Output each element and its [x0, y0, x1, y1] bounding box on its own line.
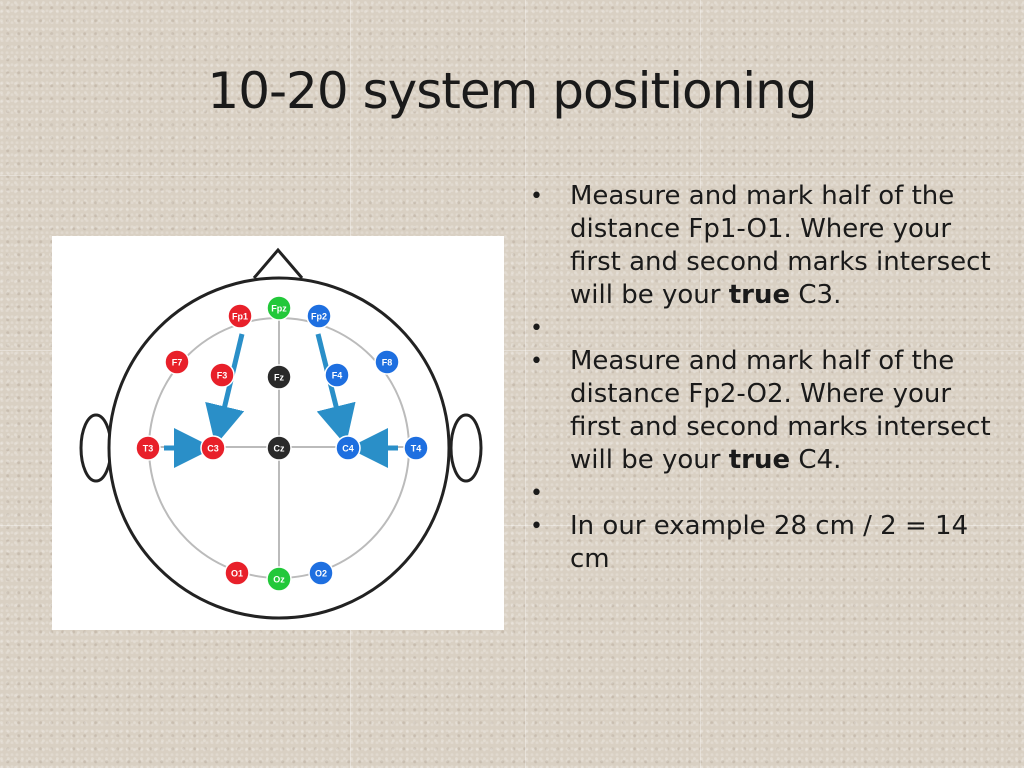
electrode-o2: O2	[308, 560, 334, 586]
bullet-text: In our example 28 cm / 2 = 14 cm	[570, 511, 969, 574]
electrode-marker	[324, 362, 350, 388]
electrode-label: Fp2	[311, 312, 327, 322]
left-ear	[79, 413, 113, 483]
electrode-marker	[227, 303, 253, 329]
background-gridline	[525, 0, 526, 768]
bullet-marker: •	[530, 316, 543, 341]
bullet-marker: •	[530, 184, 543, 209]
nose-outline	[252, 247, 304, 279]
electrode-marker	[164, 349, 190, 375]
electrode-label: T4	[411, 444, 422, 454]
background-gridline	[0, 350, 1024, 351]
bullet-marker: •	[530, 481, 543, 506]
electrode-marker	[135, 435, 161, 461]
electrode-marker	[266, 435, 292, 461]
electrode-marker	[335, 435, 361, 461]
bullet-item: • Measure and mark half of the distance …	[530, 180, 1000, 312]
bullet-tail-text: C4.	[790, 445, 842, 475]
electrode-fz: Fz	[266, 364, 292, 390]
slide-title: 10-20 system positioning	[207, 62, 817, 120]
electrode-marker	[374, 349, 400, 375]
electrode-label: Fpz	[271, 304, 287, 314]
electrode-label: Fp1	[232, 312, 248, 322]
electrode-marker	[224, 560, 250, 586]
electrode-label: O1	[231, 569, 243, 579]
electrode-label: Fz	[274, 373, 284, 383]
electrode-fp1: Fp1	[227, 303, 253, 329]
background-gridline	[0, 525, 1024, 526]
bullet-item: •	[530, 477, 1000, 510]
electrode-f3: F3	[209, 362, 235, 388]
background-gridline	[700, 0, 701, 768]
electrode-marker	[266, 295, 292, 321]
bullet-marker: •	[530, 514, 543, 539]
electrode-c4: C4	[335, 435, 361, 461]
bullet-item: • In our example 28 cm / 2 = 14 cm	[530, 510, 1000, 576]
background-gridline	[0, 175, 1024, 176]
electrode-label: T3	[143, 444, 154, 454]
electrode-marker	[403, 435, 429, 461]
electrode-label: C4	[342, 444, 354, 454]
electrode-marker	[200, 435, 226, 461]
electrode-f8: F8	[374, 349, 400, 375]
bullet-bold-text: true	[728, 445, 791, 475]
electrode-t4: T4	[403, 435, 429, 461]
electrode-marker	[308, 560, 334, 586]
bullet-item: •	[530, 312, 1000, 345]
electrode-f4: F4	[324, 362, 350, 388]
electrode-label: Oz	[273, 575, 285, 585]
electrode-fpz: Fpz	[266, 295, 292, 321]
electrode-label: F4	[332, 371, 343, 381]
bullet-list: • Measure and mark half of the distance …	[530, 180, 1000, 576]
electrode-marker	[266, 364, 292, 390]
bullet-marker: •	[530, 349, 543, 374]
electrode-label: F8	[382, 358, 393, 368]
bullet-tail-text: C3.	[790, 280, 842, 310]
electrode-marker	[266, 566, 292, 592]
electrode-c3: C3	[200, 435, 226, 461]
bullet-text: Measure and mark half of the distance Fp…	[570, 181, 991, 310]
electrode-oz: Oz	[266, 566, 292, 592]
electrode-fp2: Fp2	[306, 303, 332, 329]
electrode-f7: F7	[164, 349, 190, 375]
electrode-label: O2	[315, 569, 327, 579]
electrode-o1: O1	[224, 560, 250, 586]
bullet-text: Measure and mark half of the distance Fp…	[570, 346, 991, 475]
electrode-label: C3	[207, 444, 219, 454]
electrode-label: Cz	[274, 444, 285, 454]
bullet-item: • Measure and mark half of the distance …	[530, 345, 1000, 477]
electrode-t3: T3	[135, 435, 161, 461]
electrode-marker	[209, 362, 235, 388]
electrode-label: F7	[172, 358, 183, 368]
electrode-marker	[306, 303, 332, 329]
right-ear	[449, 413, 483, 483]
bullet-bold-text: true	[728, 280, 791, 310]
electrode-cz: Cz	[266, 435, 292, 461]
electrode-label: F3	[217, 371, 228, 381]
